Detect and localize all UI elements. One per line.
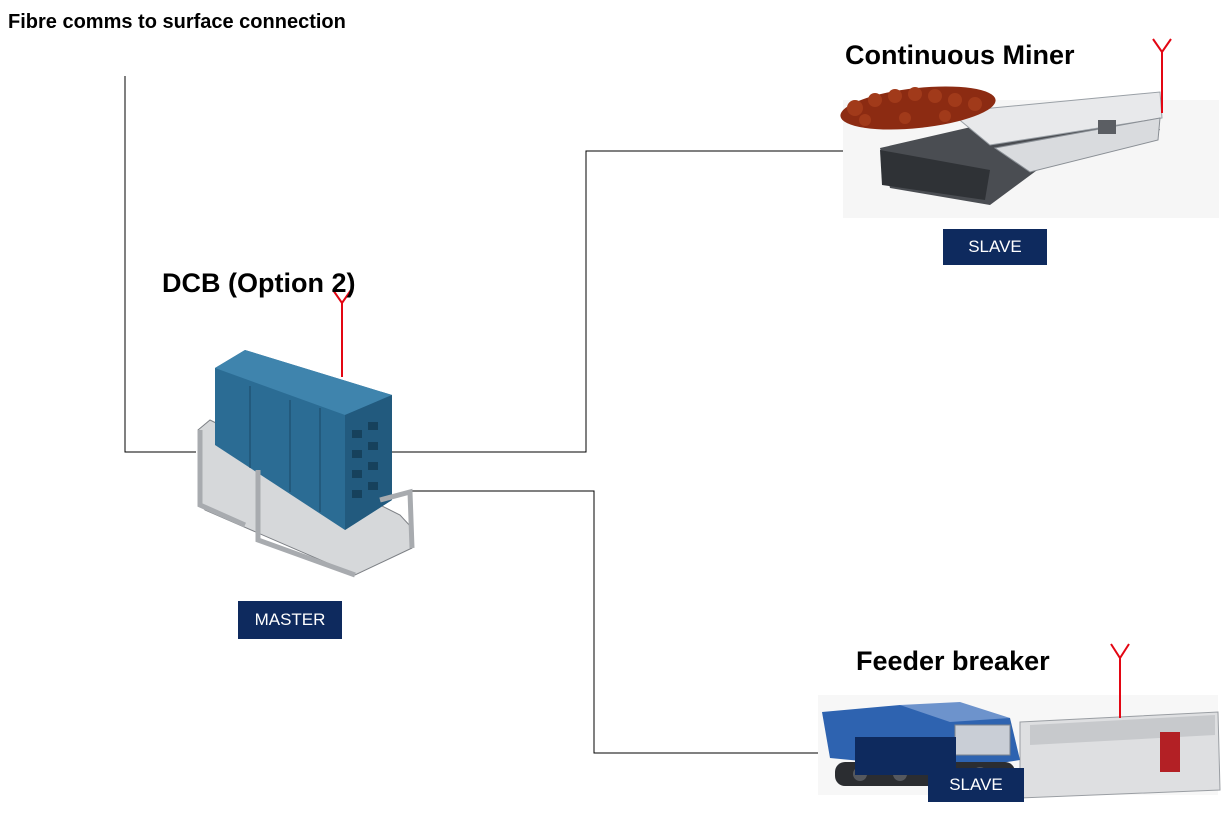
continuous-miner-title: Continuous Miner xyxy=(845,40,1075,70)
feeder-breaker-role-badge: SLAVE xyxy=(928,768,1024,802)
continuous-miner-role-badge: SLAVE xyxy=(943,229,1047,265)
antenna-icon xyxy=(332,289,352,377)
fibre-connection-label: Fibre comms to surface connection xyxy=(8,11,346,33)
fibre-line xyxy=(124,76,196,453)
antenna-icon xyxy=(1152,38,1172,113)
dcb-to-feeder-line xyxy=(410,490,855,754)
dcb-to-miner-line xyxy=(390,150,885,453)
dcb-unit-image xyxy=(197,350,415,578)
connection-lines xyxy=(124,76,885,754)
antenna-icon xyxy=(1110,643,1130,718)
dcb-title: DCB (Option 2) xyxy=(162,268,356,298)
continuous-miner-image xyxy=(840,86,1219,218)
dcb-role-badge: MASTER xyxy=(238,601,342,639)
feeder-breaker-title: Feeder breaker xyxy=(856,646,1050,676)
